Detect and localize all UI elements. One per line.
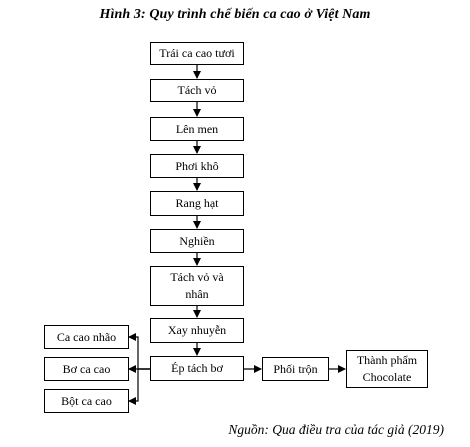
step-fermenting: Lên men: [150, 117, 244, 141]
figure-caption: Hình 3: Quy trình chế biến ca cao ở Việt…: [99, 7, 371, 22]
step-fine-milling: Xay nhuyễn: [150, 318, 244, 343]
output-cocoa-powder: Bột ca cao: [44, 389, 129, 413]
figure-source: Nguồn: Qua điều tra của tác giả (2019): [228, 422, 444, 437]
step-fresh-pods: Trái ca cao tươi: [150, 42, 244, 65]
step-grinding: Nghiền: [150, 229, 244, 253]
step-roasting: Rang hạt: [150, 191, 244, 216]
step-butter-pressing: Ép tách bơ: [150, 356, 244, 381]
output-cocoa-paste: Ca cao nhão: [44, 325, 129, 349]
step-drying: Phơi khô: [150, 154, 244, 178]
arrow-pressing-to-paste: [128, 333, 150, 370]
output-cocoa-butter: Bơ ca cao: [44, 357, 129, 381]
step-blending: Phối trộn: [262, 357, 329, 381]
step-shelling: Tách vỏ: [150, 79, 244, 102]
arrow-pressing-to-powder: [128, 368, 150, 405]
step-husk-separation: Tách vỏ và nhân: [150, 266, 244, 306]
step-chocolate: Thành phẩm Chocolate: [346, 350, 428, 388]
